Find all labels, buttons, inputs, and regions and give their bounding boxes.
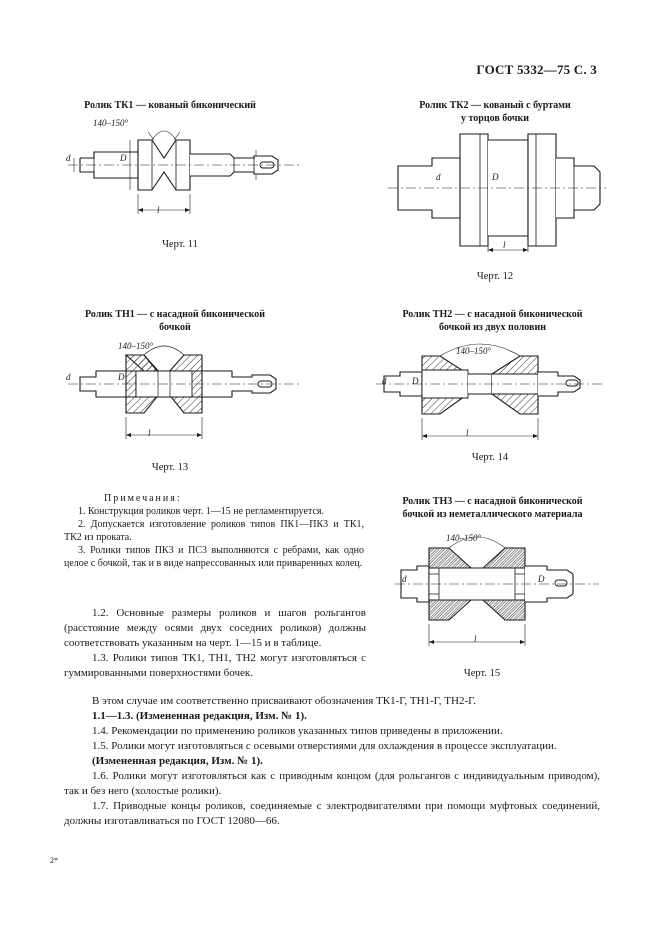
notes-block: Примечания: 1. Конструкция роликов черт.… (64, 492, 364, 570)
page-header: ГОСТ 5332—75 С. 3 (476, 62, 597, 77)
figure-13-angle: 140–150° (118, 341, 154, 351)
figure-14-dim-l: l (466, 428, 469, 438)
note-item: 1. Конструкция роликов черт. 1—15 не рег… (78, 506, 325, 517)
paragraph-1-6: 1.6. Ролики могут изготовляться как с пр… (64, 770, 600, 797)
figure-15-angle: 140–150° (446, 533, 482, 543)
note-item: 3. Ролики типов ПК3 и ПС3 выполняются с … (64, 545, 364, 569)
figure-14-drawing (372, 338, 612, 446)
figure-11-angle: 140–150° (93, 118, 129, 128)
figure-15-title: Ролик ТН3 — с насадной биконической бочк… (402, 496, 583, 520)
amendment-note: 1.1—1.3. (Измененная редакция, Изм. № 1)… (92, 710, 307, 722)
page-mark: 2* (50, 856, 58, 865)
paragraph-1-2: 1.2. Основные размеры роликов и шагов ро… (64, 607, 366, 649)
figure-13-title: Ролик ТН1 — с насадной биконической бочк… (84, 309, 266, 333)
figure-14-title: Ролик ТН2 — с насадной биконической бочк… (402, 309, 583, 333)
figure-12-drawing (388, 128, 608, 256)
figure-11-drawing (60, 118, 310, 236)
paragraph-1-7: 1.7. Приводные концы роликов, соединяемы… (64, 800, 600, 827)
figure-14-dim-d: d (382, 376, 387, 386)
body-paragraphs: В этом случае им соответственно присваив… (64, 694, 600, 829)
figure-13-dim-D: D (118, 372, 125, 382)
figure-11-title: Ролик ТК1 — кованый биконический (84, 100, 256, 111)
figure-13-drawing (60, 337, 310, 455)
figure-15-dim-D: D (538, 574, 545, 584)
paragraph-1-4: 1.4. Рекомендации по применению роликов … (92, 725, 503, 737)
figure-13-dim-d: d (66, 372, 71, 382)
figure-14-angle: 140–150° (456, 346, 492, 356)
figure-14-dim-D: D (412, 376, 419, 386)
figure-11-dim-l: l (157, 205, 160, 215)
figure-12-dim-d: d (436, 172, 441, 182)
figure-12-caption: Черт. 12 (476, 271, 514, 282)
figure-12-dim-l: l (503, 240, 506, 250)
figure-13-caption: Черт. 13 (151, 462, 189, 473)
figure-15-dim-d: d (402, 574, 407, 584)
figure-11-dim-d: d (66, 153, 71, 163)
left-paragraphs: 1.2. Основные размеры роликов и шагов ро… (64, 606, 366, 681)
figure-14-caption: Черт. 14 (471, 452, 509, 463)
figure-11-dim-D: D (120, 153, 127, 163)
figure-12-title: Ролик ТК2 — кованый с буртами у торцов б… (419, 100, 571, 124)
figure-13-dim-l: l (148, 428, 151, 438)
note-item: 2. Допускается изготовление роликов типо… (64, 519, 364, 543)
figure-15-dim-l: l (474, 634, 477, 644)
amendment-note: (Измененная редакция, Изм. № 1). (92, 755, 263, 767)
paragraph: В этом случае им соответственно присваив… (92, 695, 476, 707)
figure-15-drawing (395, 528, 605, 656)
figure-15-caption: Черт. 15 (463, 668, 501, 679)
figure-11-caption: Черт. 11 (162, 239, 198, 250)
figure-12-dim-D: D (492, 172, 499, 182)
notes-heading: Примечания: (104, 493, 182, 504)
paragraph-1-5: 1.5. Ролики могут изготовляться с осевым… (92, 740, 557, 752)
paragraph-1-3: 1.3. Ролики типов ТК1, ТН1, ТН2 могут из… (64, 652, 366, 679)
